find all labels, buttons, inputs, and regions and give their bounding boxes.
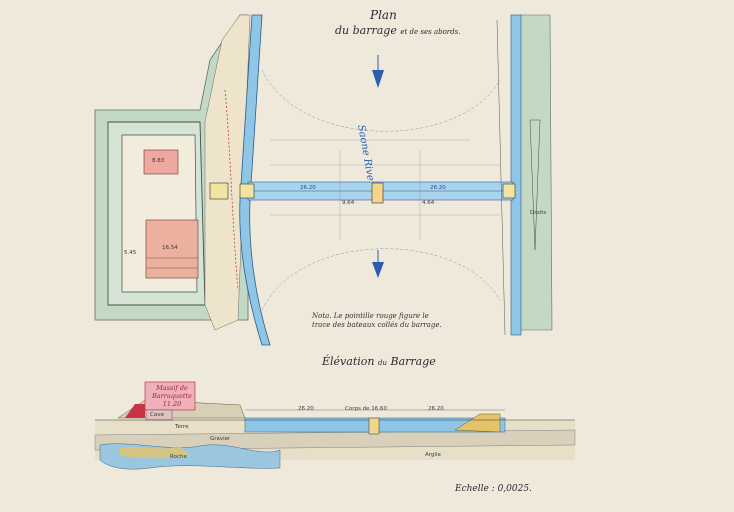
elevation-title: Élévation du Barrage: [322, 355, 436, 368]
flow-arrow-icon: [372, 250, 384, 278]
left-pier: [239, 183, 255, 199]
dim-elev-center: Corps de 16.60: [345, 406, 387, 412]
massif-line1: Massif de: [156, 384, 188, 392]
right-pier: [502, 183, 516, 199]
plan-subtitle-small: et de ses abords.: [400, 28, 461, 36]
scale-label: Echelle : 0,0025.: [455, 484, 532, 494]
label-roche: Roche: [170, 454, 187, 460]
plan-title: Plan: [370, 8, 397, 22]
elevation-rock-ochre: [120, 446, 190, 459]
massif-line2: Barraquette: [152, 392, 193, 400]
dim-left-side: 5.45: [124, 250, 137, 256]
right-bank-line: [496, 19, 506, 336]
dim-building-top: 8.83: [152, 158, 165, 164]
dam-arc: [261, 69, 501, 132]
massif-block: [144, 381, 196, 411]
building-small: [143, 149, 179, 175]
label-droits: Droits: [530, 210, 547, 216]
label-gravier: Gravier: [210, 436, 231, 442]
massif-red-slope: [125, 404, 145, 418]
elevation-pier: [368, 417, 380, 435]
elevation-title-main: Élévation: [322, 355, 375, 368]
massif-value: 11.20: [162, 400, 182, 408]
right-edge-marker: [529, 119, 541, 251]
plan-note-line2: trace des bateaux collés du barrage.: [312, 321, 442, 329]
dim-building-bottom: 16.54: [162, 245, 178, 251]
dim-elev-right: 26.20: [428, 406, 444, 412]
elevation-title-end: Barrage: [390, 355, 436, 368]
right-bank-land: [519, 14, 553, 331]
center-pier: [371, 182, 384, 204]
elevation-right-embankment: [454, 413, 501, 433]
left-canal: [239, 14, 271, 346]
dim-right-span: 26.20: [430, 185, 446, 191]
boat-route-dotted: [224, 89, 239, 291]
dam-arc: [261, 248, 501, 311]
label-cave: Cave: [150, 412, 164, 418]
dim-elev-left: 26.20: [298, 406, 314, 412]
plan-note-line1: Nota. Le pointille rouge figure le: [312, 312, 429, 320]
dim-center-right: 4.64: [422, 200, 435, 206]
dim-center-left: 9.64: [342, 200, 355, 206]
right-canal: [510, 14, 522, 336]
dim-left-span: 26.20: [300, 185, 316, 191]
flow-arrow-icon: [372, 55, 384, 88]
building-large: [145, 219, 199, 279]
label-argile: Argile: [425, 452, 441, 458]
plan-subtitle-main: du barrage: [335, 24, 397, 37]
left-lock-house: [209, 182, 229, 200]
label-terre: Terre: [175, 424, 189, 430]
elevation-title-small: du: [377, 359, 387, 367]
plan-subtitle: du barrage et de ses abords.: [335, 24, 460, 37]
